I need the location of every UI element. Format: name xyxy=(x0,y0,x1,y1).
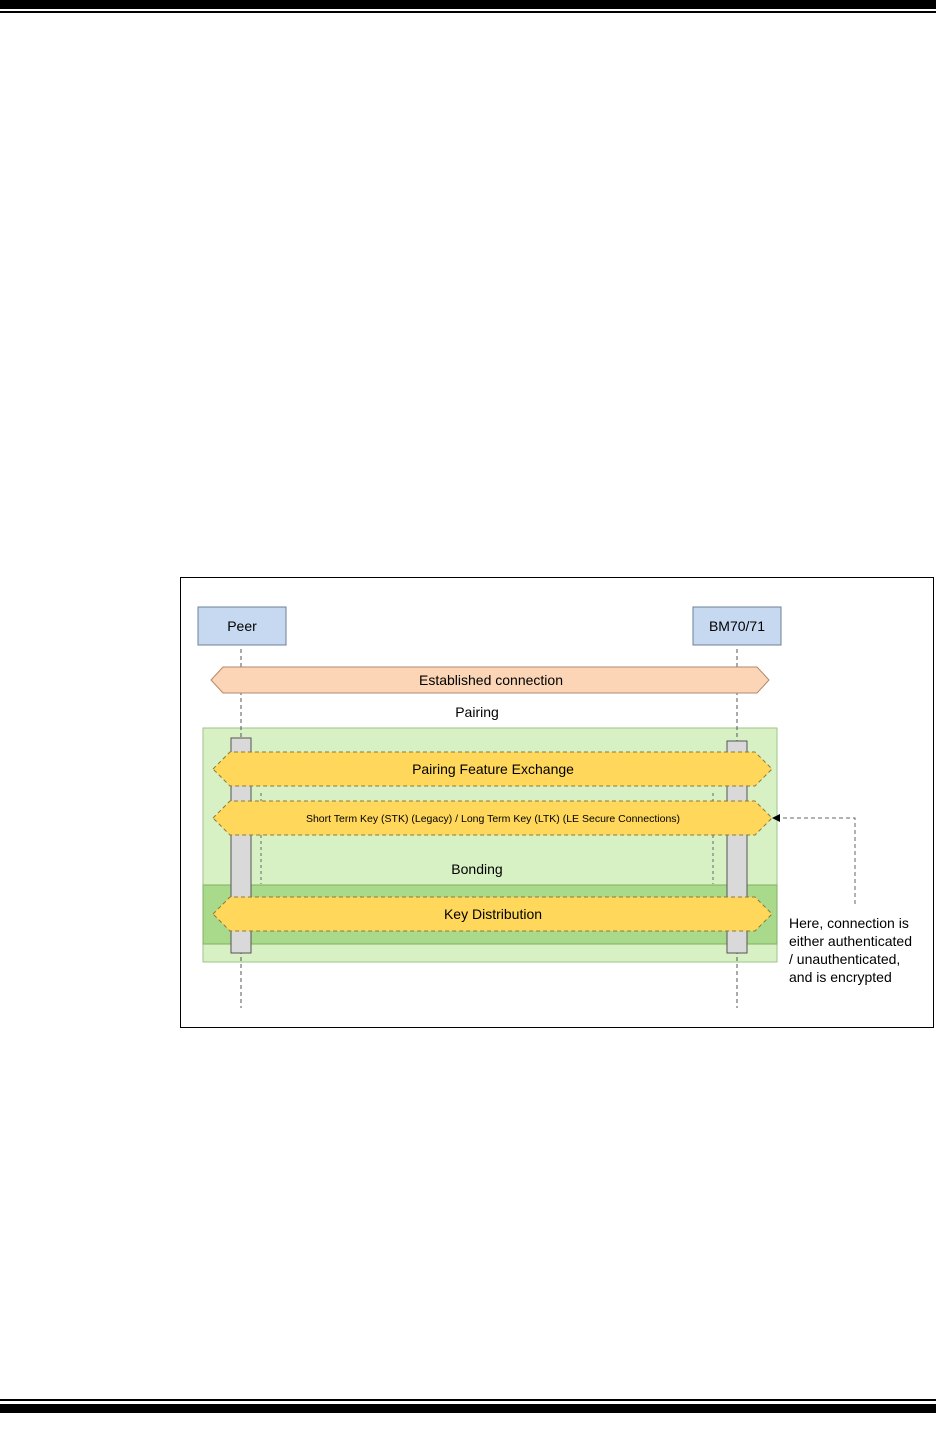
device-label: BM70/71 xyxy=(709,618,765,634)
key-exchange-label: Short Term Key (STK) (Legacy) / Long Ter… xyxy=(306,813,680,825)
note-arrowhead xyxy=(772,814,780,822)
key-exchange-arrow xyxy=(212,800,773,836)
sequence-diagram: Peer BM70/71 Established connection Pair… xyxy=(197,606,912,1008)
pairing-label: Pairing xyxy=(455,704,499,720)
pairing-sequence-figure: Peer BM70/71 Established connection Pair… xyxy=(180,577,934,1028)
peer-box xyxy=(197,606,287,646)
established-connection-label: Established connection xyxy=(419,672,563,688)
bottom-rule-thick xyxy=(0,1404,936,1413)
note-line-2: either authenticated xyxy=(789,933,912,949)
top-rule-thin xyxy=(0,11,936,13)
pairing-feature-exchange-arrow xyxy=(212,751,773,787)
note-line-4: and is encrypted xyxy=(789,969,892,985)
peer-label: Peer xyxy=(227,618,257,634)
key-distribution-arrow xyxy=(212,896,773,932)
device-box xyxy=(692,606,782,646)
note-line-3: / unauthenticated, xyxy=(789,951,900,967)
pairing-feature-exchange-label: Pairing Feature Exchange xyxy=(412,761,574,777)
bonding-label: Bonding xyxy=(451,861,502,877)
note-line-1: Here, connection is xyxy=(789,915,909,931)
note-connector xyxy=(779,817,856,904)
key-distribution-label: Key Distribution xyxy=(444,906,542,922)
established-connection-arrow xyxy=(210,666,770,694)
top-rule-thick xyxy=(0,0,936,9)
bottom-rule-thin xyxy=(0,1399,936,1401)
